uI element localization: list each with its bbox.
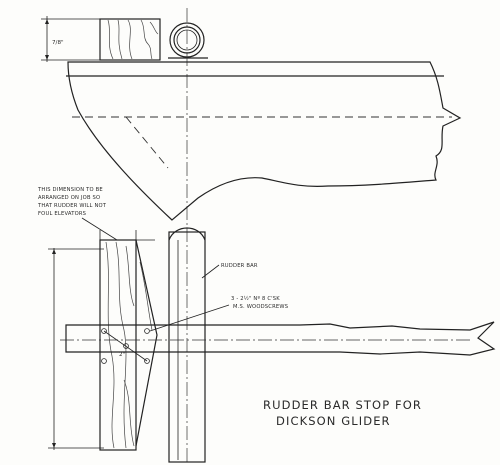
rudder-bar [168, 231, 206, 463]
stop-block [99, 239, 137, 451]
top-wood-block [99, 18, 161, 61]
dimension-arrow-icon [45, 19, 49, 24]
wood-grain [105, 241, 115, 449]
note-leader [81, 217, 118, 241]
screw-pattern-diagonal [103, 330, 148, 362]
screws-label-line-2: M.S. WOODSCREWS [233, 304, 288, 310]
dimension-arrow-icon [52, 443, 56, 448]
stop-block-bevel [135, 239, 158, 447]
top-view: 7/8" [41, 8, 462, 462]
hidden-line-diagonal [125, 116, 169, 169]
wood-grain [127, 19, 133, 60]
wood-grain [125, 245, 135, 307]
title-line-2: DICKSON GLIDER [276, 414, 391, 428]
screws-leader [149, 304, 230, 332]
fuselage-member [65, 321, 496, 356]
drawing-title: RUDDER BAR STOP FOR DICKSON GLIDER [263, 398, 422, 428]
screw-hole-icon [144, 328, 150, 334]
screw-hole-icon [101, 328, 107, 334]
screw-hole-icon [144, 358, 150, 364]
wood-grain [107, 19, 114, 60]
screws-label-line-1: 3 - 2½" Nº 8 C'SK [231, 295, 280, 302]
note-line-3: THAT RUDDER WILL NOT [37, 203, 107, 209]
wood-grain [140, 19, 153, 60]
dimension-arrow-icon [52, 249, 56, 254]
screw-spacing-label: 2" [119, 352, 126, 358]
rudder-profile [67, 61, 462, 221]
dimension-label-top: 7/8" [52, 40, 64, 46]
screw-hole-icon [101, 358, 107, 364]
wood-grain [123, 379, 135, 447]
rudder-bar-top-cap [168, 227, 206, 241]
side-view: 2" RUDDER BAR 3 - 2½" Nº 8 C'SK M.S. WOO… [48, 227, 496, 463]
note-line-2: ARRANGED ON JOB SO [38, 195, 100, 201]
rudder-bar-label: RUDDER BAR [221, 263, 258, 269]
wood-grain [139, 261, 153, 331]
note-line-4: FOUL ELEVATORS [38, 211, 86, 217]
rudder-bar-leader [201, 264, 220, 279]
dimension-arrow-icon [45, 55, 49, 60]
wood-grain [115, 241, 127, 449]
wood-grain [117, 19, 123, 60]
note-line-1: THIS DIMENSION TO BE [37, 187, 103, 193]
screw-hole-icon [123, 343, 129, 349]
dimension-note: THIS DIMENSION TO BE ARRANGED ON JOB SO … [37, 187, 118, 241]
title-line-1: RUDDER BAR STOP FOR [263, 398, 422, 412]
wood-grain [149, 21, 159, 35]
